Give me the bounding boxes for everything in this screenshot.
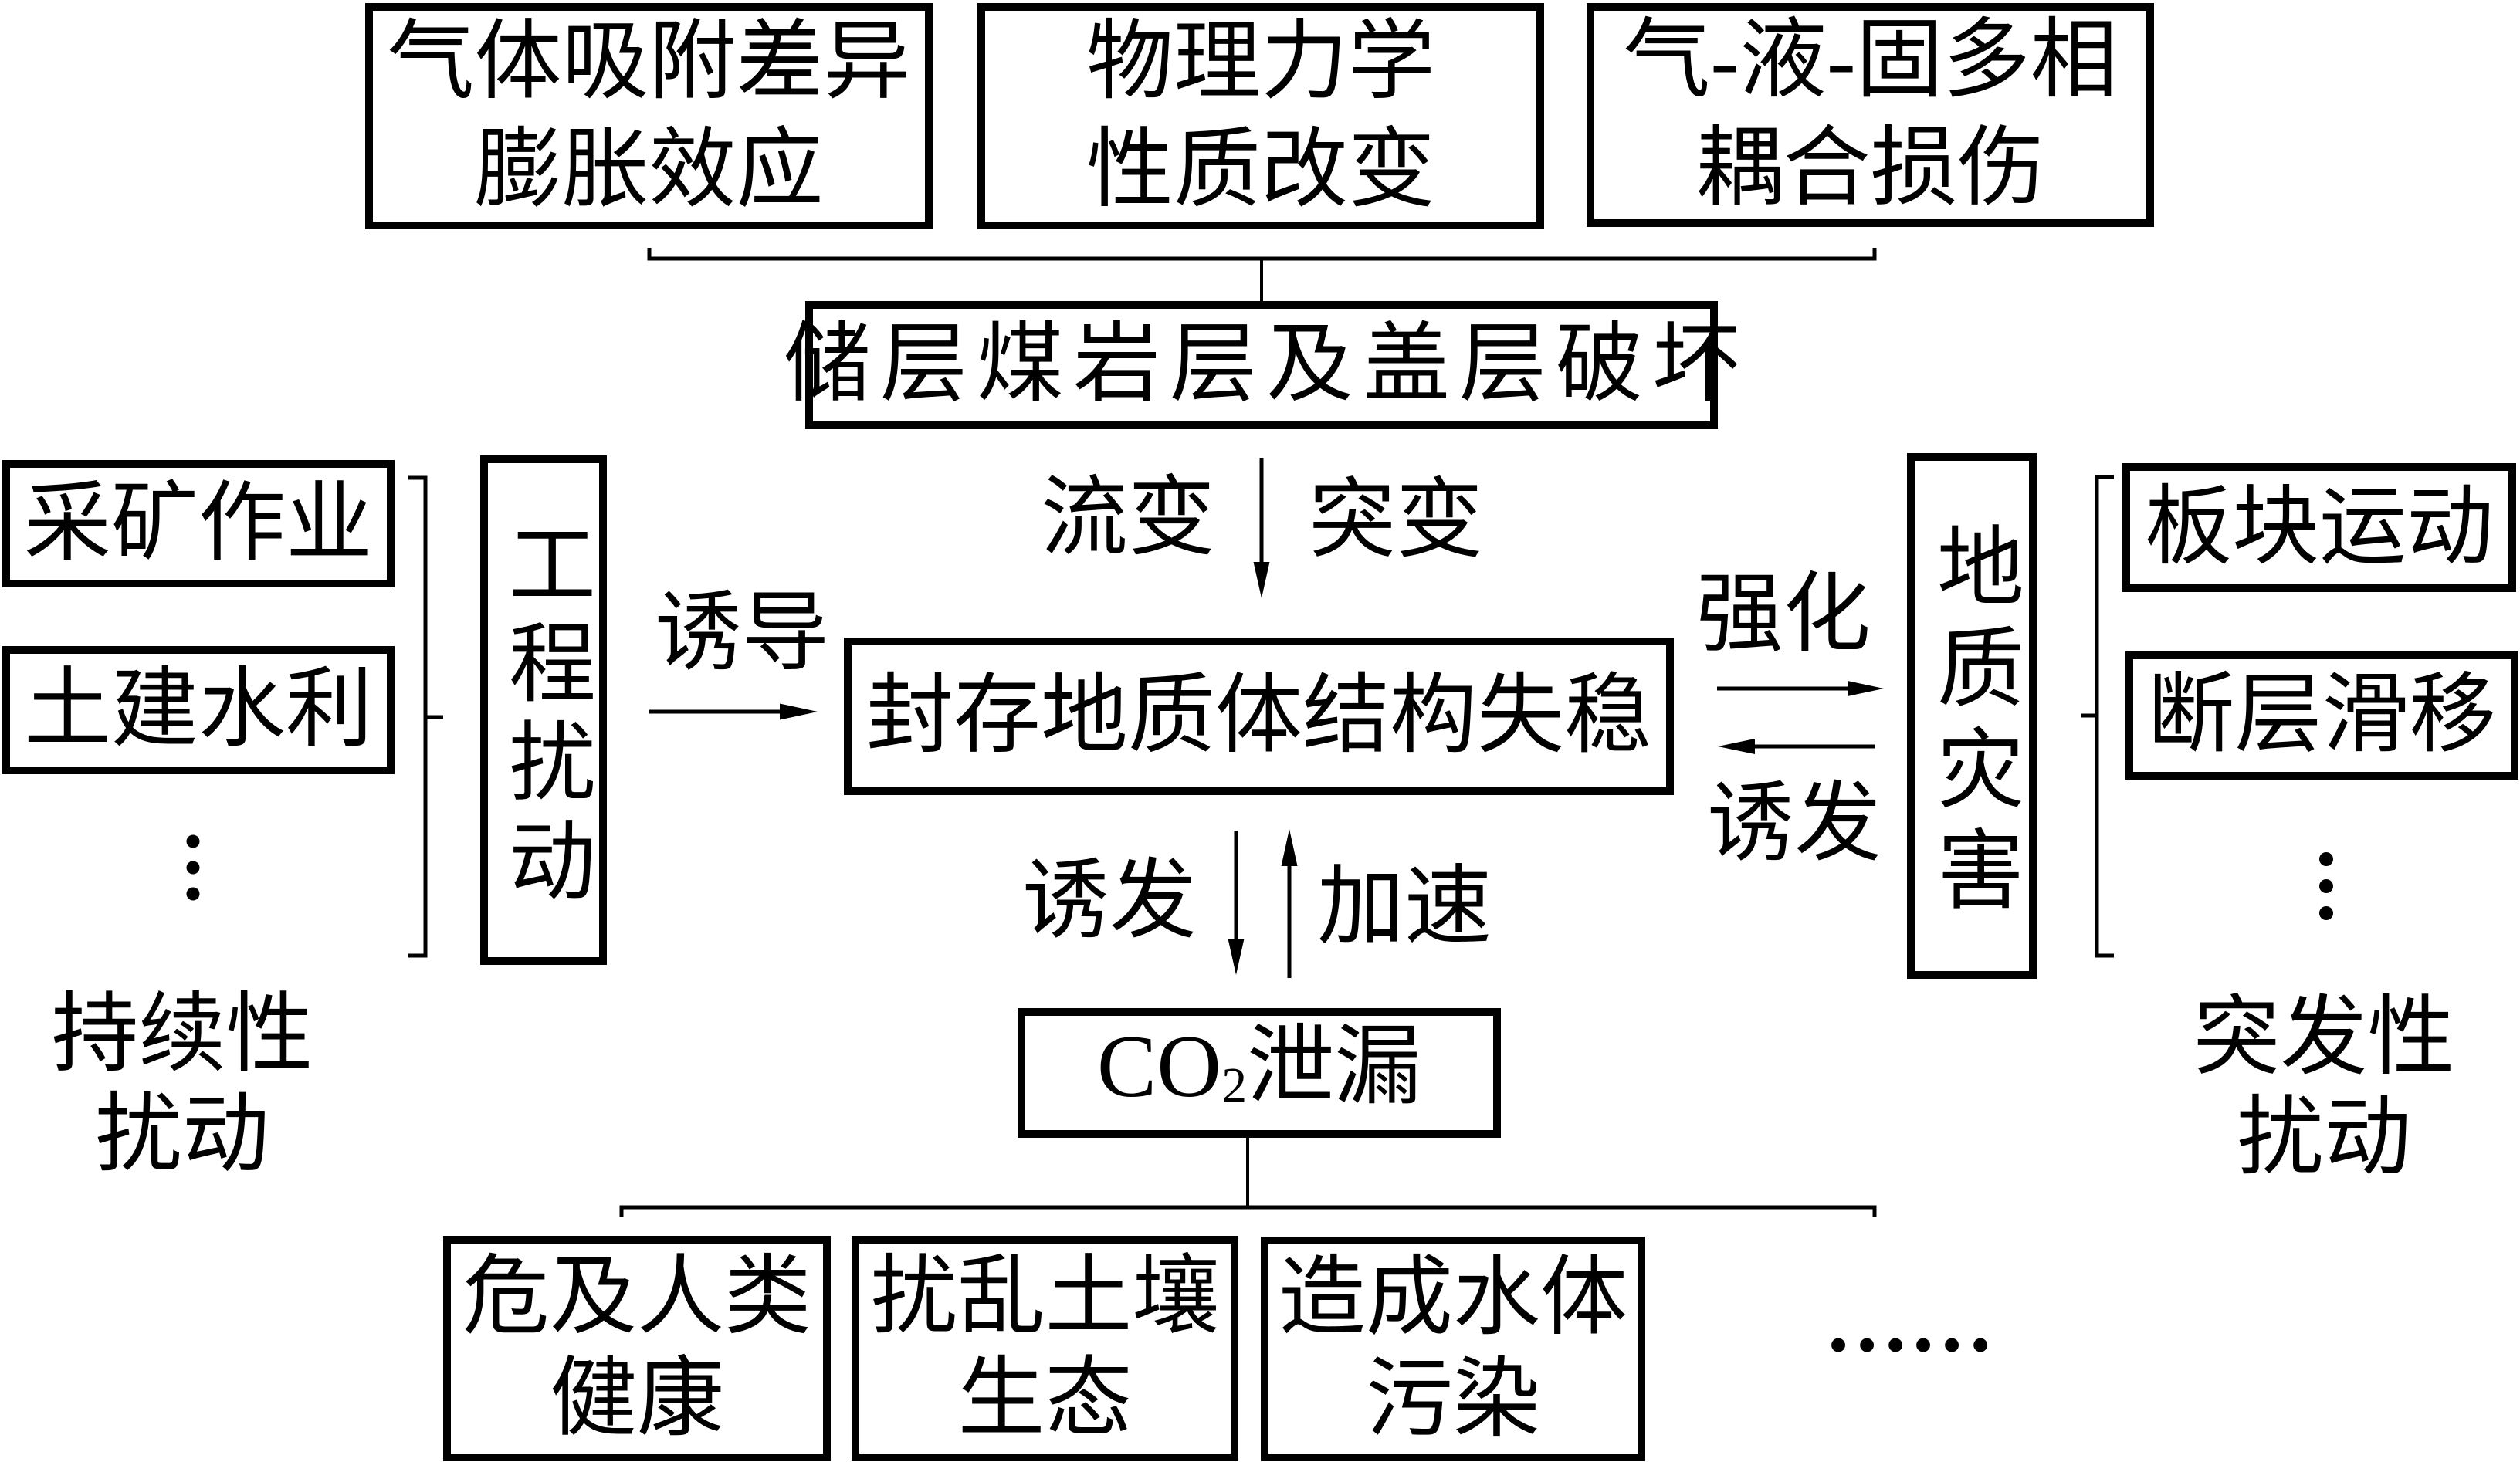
arrow-core-to-hazard: [1717, 681, 1884, 696]
arrow-up-icon: [1281, 829, 1298, 866]
sudden-disturbance-caption: 突发性 扰动: [2169, 988, 2478, 1189]
arrow-left-icon: [1718, 739, 1755, 754]
box-line: 气-液-固多相: [1623, 12, 2118, 109]
ellipsis-dot: [2319, 906, 2333, 920]
mutation-label: 突变: [1309, 472, 1483, 569]
engineering-item-civil-hydraulic: 土建水利: [2, 646, 395, 774]
core-instability-label: 封存地质体结构失稳: [866, 668, 1651, 764]
consequence-water-pollution: 造成水体 污染: [1261, 1237, 1645, 1461]
strengthen-label: 强化: [1696, 567, 1871, 663]
arrow-core-to-leakage: [1228, 831, 1245, 975]
co2-leakage-box: CO2泄漏: [1018, 1008, 1501, 1138]
box-line: 健康: [550, 1351, 724, 1447]
arrow-leakage-to-core: [1281, 829, 1298, 978]
bottom-bracket: [619, 1205, 1877, 1217]
geological-hazard-box: 地质灾害: [1907, 453, 2037, 979]
caption-line: 扰动: [2237, 1090, 2411, 1186]
engineering-item-label: 采矿作业: [24, 475, 373, 572]
ellipsis-dot: [2319, 879, 2333, 893]
arrow-engineering-to-core: [649, 703, 818, 720]
box-line: 气体吸附差异: [387, 13, 911, 110]
arrow-down-icon: [1228, 939, 1245, 975]
hazard-item-label: 断层滑移: [2147, 667, 2497, 763]
continuous-disturbance-caption: 持续性 扰动: [28, 985, 337, 1186]
hazard-item-label: 板块运动: [2145, 479, 2494, 576]
engineering-item-label: 土建水利: [24, 662, 373, 758]
arrow-right-icon: [1848, 681, 1884, 696]
box-line: 污染: [1366, 1351, 1540, 1448]
box-line: 扰乱土壤: [870, 1249, 1220, 1345]
engineering-disturbance-label: 工程扰动: [495, 518, 592, 914]
co2-formula-prefix: CO: [1096, 1017, 1222, 1116]
engineering-disturbance-box: 工程扰动: [480, 455, 607, 965]
core-instability-box: 封存地质体结构失稳: [844, 638, 1674, 795]
ellipsis-dot: [186, 861, 200, 875]
ellipsis-dot: [186, 834, 200, 848]
accelerate-label: 加速: [1317, 859, 1492, 956]
reservoir-failure-box: 储层煤岩层及盖层破坏: [784, 301, 1739, 429]
rheology-label: 流变: [1041, 470, 1215, 567]
box-line: 物理力学: [1086, 13, 1435, 110]
co2-formula-subscript: 2: [1221, 1057, 1248, 1114]
box-line: 危及人类: [462, 1249, 811, 1345]
box-line: 耦合损伤: [1695, 120, 2045, 217]
trigger-label-down: 诱发: [1022, 853, 1197, 949]
consequence-soil-ecology: 扰乱土壤 生态: [852, 1236, 1238, 1461]
vertical-ellipsis-icon: [186, 834, 200, 901]
arrow-reservoir-to-core: [1253, 458, 1270, 598]
arrow-hazard-to-core: [1718, 739, 1875, 754]
consequence-human-health: 危及人类 健康: [443, 1236, 831, 1461]
co2-leakage-label: CO2泄漏: [1097, 1017, 1421, 1130]
cause-box-multiphase-coupling-damage: 气-液-固多相 耦合损伤: [1587, 3, 2154, 227]
ellipsis-dot: [186, 887, 200, 901]
hazard-item-fault-slip: 断层滑移: [2125, 651, 2518, 780]
trigger-label-right: 诱发: [1707, 776, 1882, 872]
right-brace: [2095, 475, 2114, 958]
vertical-ellipsis-icon: [2319, 852, 2333, 920]
cause-box-mechanical-property-change: 物理力学 性质改变: [977, 3, 1544, 229]
box-line: 造成水体: [1279, 1249, 1628, 1346]
cause-box-gas-adsorption-swelling: 气体吸附差异 膨胀效应: [365, 3, 933, 229]
left-brace: [408, 475, 428, 958]
leakage-text: 泄漏: [1247, 1018, 1422, 1115]
caption-line: 突发性: [2193, 990, 2455, 1086]
box-line: 膨胀效应: [474, 121, 824, 218]
top-bracket: [647, 248, 1877, 303]
arrow-right-icon: [780, 703, 818, 720]
reservoir-failure-label: 储层煤岩层及盖层破坏: [784, 316, 1749, 413]
caption-line: 持续性: [51, 987, 313, 1083]
more-consequences-ellipsis: ……: [1824, 1275, 1994, 1369]
caption-line: 扰动: [95, 1087, 269, 1183]
hazard-item-plate-movement: 板块运动: [2122, 463, 2516, 592]
ellipsis-dot: [2319, 852, 2333, 866]
box-line: 生态: [957, 1351, 1133, 1447]
arrow-down-icon: [1253, 562, 1270, 598]
box-line: 性质改变: [1086, 121, 1435, 218]
geological-hazard-label: 地质灾害: [1923, 520, 2020, 926]
engineering-item-mining: 采矿作业: [2, 460, 395, 587]
induce-label: 诱导: [655, 585, 829, 682]
